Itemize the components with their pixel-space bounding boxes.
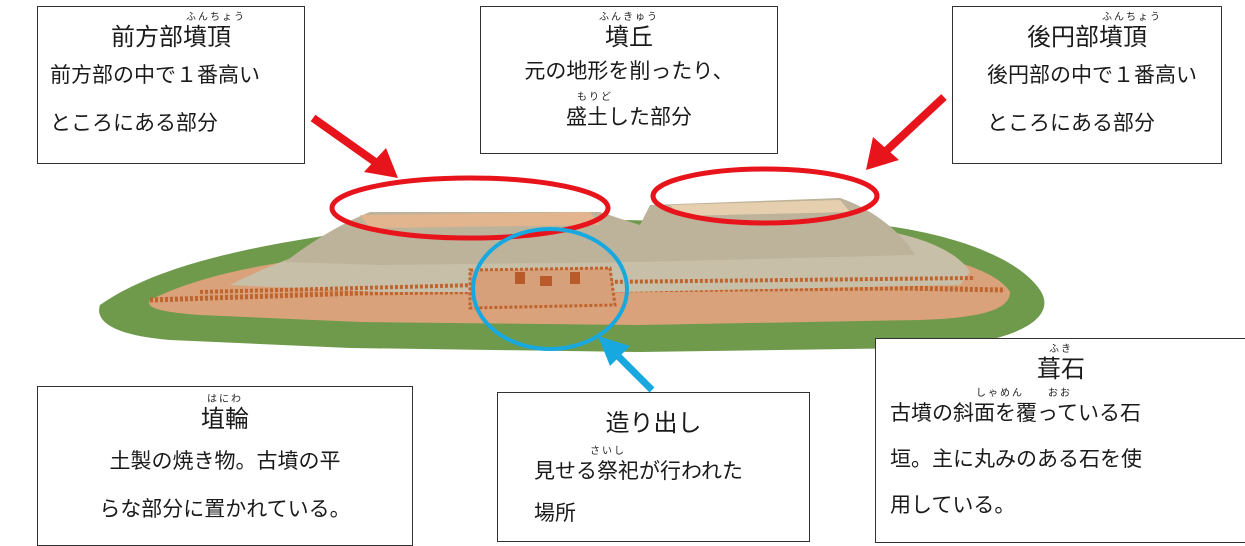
ruby-funcho: ふんちょう	[1102, 12, 1162, 23]
label-line-1: 後円部の中で１番高い	[987, 63, 1197, 87]
label-title: 墳丘	[605, 23, 653, 51]
label-line-1: 元の地形を削ったり、	[524, 59, 734, 83]
ruby-funkyu: ふんきゅう	[599, 12, 659, 23]
label-line-1: 見せる祭祀が行われた	[534, 459, 743, 483]
koenbu-highlight	[650, 166, 880, 226]
label-line-2: 場所	[534, 501, 576, 525]
arrow-zempobu	[310, 114, 398, 178]
tsukuridashi-highlight	[471, 227, 629, 351]
label-zempobu-funcho: ふんちょう 前方部墳頂 前方部の中で１番高い ところにある部分	[37, 6, 305, 164]
label-line-1: 前方部の中で１番高い	[50, 63, 260, 87]
label-haniwa: はにわ 埴輪 土製の焼き物。古墳の平 らな部分に置かれている。	[37, 386, 413, 546]
tsukuridashi-haniwa-1	[515, 272, 525, 284]
koenbu-summit	[670, 200, 850, 216]
label-line-2: 垣。主に丸みのある石を使	[890, 447, 1142, 471]
tsukuridashi-haniwa-3	[570, 272, 580, 284]
ruby-funcho: ふんちょう	[186, 12, 246, 23]
zempobu-highlight	[329, 175, 611, 241]
label-title: 後円部墳頂	[1027, 23, 1147, 51]
label-koenbu-funcho: ふんちょう 後円部墳頂 後円部の中で１番高い ところにある部分	[952, 6, 1222, 164]
zempobu-summit	[360, 212, 600, 228]
label-title: 葺石	[1037, 355, 1085, 383]
label-title: 造り出し	[605, 409, 702, 437]
label-line-1: 土製の焼き物。古墳の平	[109, 449, 341, 473]
ruby-fuki: ふき	[1049, 344, 1073, 355]
arrow-koenbu	[866, 94, 947, 170]
label-fukiishi: ふき 葺石 しゃめん おお 古墳の斜面を覆っている石 垣。主に丸みのある石を使 …	[875, 338, 1245, 543]
tsukuridashi-platform	[468, 266, 617, 310]
label-funkyu: ふんきゅう 墳丘 元の地形を削ったり、 もりど 盛土した部分	[480, 6, 778, 154]
label-line-2: 盛土した部分	[566, 105, 692, 129]
label-line-2: ところにある部分	[50, 111, 218, 135]
label-line-2: らな部分に置かれている。	[99, 497, 351, 521]
ruby-shamen-ooi: しゃめん おお	[976, 388, 1072, 399]
ruby-haniwa: はにわ	[207, 394, 243, 405]
label-title: 前方部墳頂	[111, 23, 231, 51]
label-title: 埴輪	[201, 405, 249, 433]
label-line-3: 用している。	[890, 493, 1016, 517]
ruby-saishi: さいし	[590, 446, 626, 457]
arrow-tsukuridashi	[598, 336, 655, 393]
ruby-moritsuchi: もりど	[577, 92, 613, 103]
label-line-1: 古墳の斜面を覆っている石	[890, 401, 1141, 425]
label-tsukuridashi: 造り出し さいし 見せる祭祀が行われた 場所	[497, 392, 810, 542]
label-line-2: ところにある部分	[987, 111, 1155, 135]
tsukuridashi-haniwa-2	[540, 276, 552, 286]
